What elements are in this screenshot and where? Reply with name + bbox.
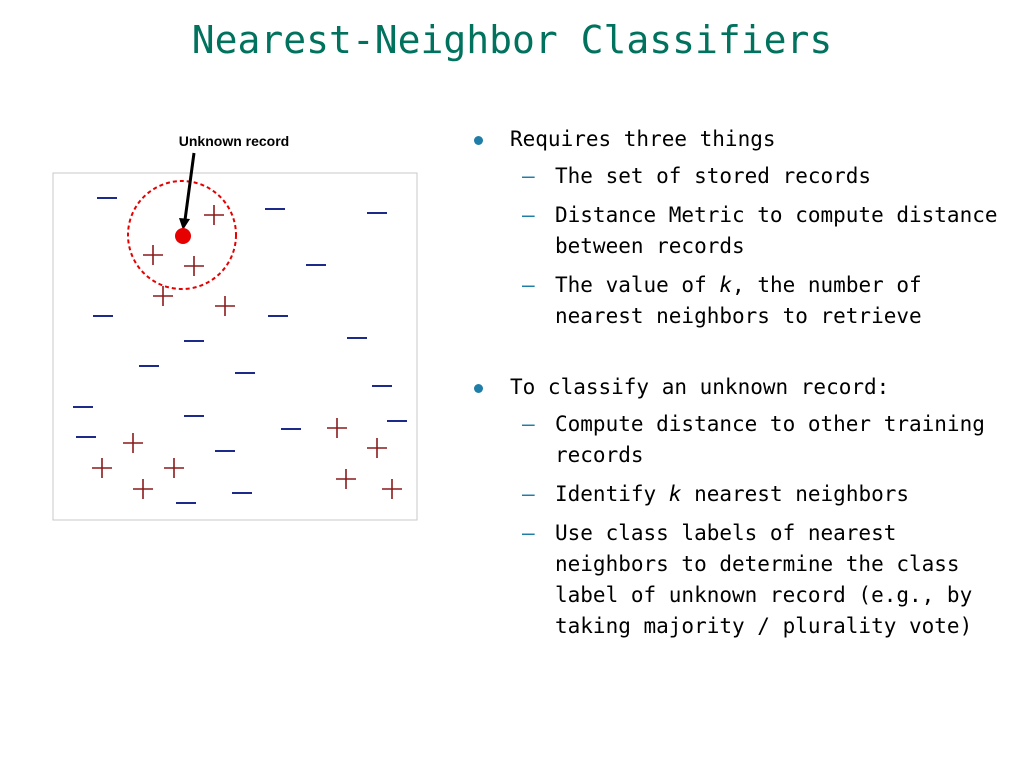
sub-bullet-text: Compute distance to other training recor… [555, 412, 985, 467]
sub-bullet: – The set of stored records [470, 161, 1000, 192]
sub-bullet-dash: – [522, 273, 535, 297]
sub-bullet: – Distance Metric to compute distance be… [470, 200, 1000, 262]
plus-record [123, 433, 143, 453]
neighborhood-circle [127, 180, 237, 290]
bullet-dot [474, 136, 483, 145]
sub-bullet-dash: – [522, 521, 535, 545]
plus-record [164, 458, 184, 478]
sub-bullet-text: Distance Metric to compute distance betw… [555, 203, 998, 258]
unknown-record-point [175, 228, 191, 244]
sub-bullet-dash: – [522, 412, 535, 436]
bullet-list: Requires three things – The set of store… [470, 124, 1000, 650]
sub-bullet: – Identify k nearest neighbors [470, 479, 1000, 510]
plus-record [153, 286, 173, 306]
plus-record [336, 469, 356, 489]
sub-bullet-text: The set of stored records [555, 164, 872, 188]
knn-figure: Unknown record [40, 120, 440, 540]
plus-record [204, 205, 224, 225]
slide-title: Nearest-Neighbor Classifiers [191, 18, 833, 62]
training-records [73, 197, 407, 504]
plus-record [382, 479, 402, 499]
sub-bullet-dash: – [522, 482, 535, 506]
bullet-classify: To classify an unknown record: [470, 372, 1000, 403]
plus-record [133, 479, 153, 499]
sub-bullet-text: nearest neighbors [681, 482, 910, 506]
sub-bullet-text: The value of [555, 273, 720, 297]
sub-bullet-dash: – [522, 203, 535, 227]
plus-record [327, 418, 347, 438]
bullet-text: To classify an unknown record: [510, 375, 890, 399]
plus-record [143, 245, 163, 265]
plus-record [367, 438, 387, 458]
pointer-arrowhead [179, 218, 190, 230]
sub-bullet: – Use class labels of nearest neighbors … [470, 518, 1000, 642]
unknown-record-label: Unknown record [179, 133, 289, 149]
sub-bullet-dash: – [522, 164, 535, 188]
plot-border [52, 172, 418, 521]
bullet-text: Requires three things [510, 127, 776, 151]
k-variable: k [668, 482, 682, 506]
plus-record [92, 458, 112, 478]
knn-scatter: Unknown record [52, 133, 418, 521]
sub-bullet: – The value of k, the number of nearest … [470, 270, 1000, 332]
bullet-requirements: Requires three things [470, 124, 1000, 155]
sub-bullet: – Compute distance to other training rec… [470, 409, 1000, 471]
sub-bullet-text: , the number of nearest neighbors to ret… [555, 273, 922, 328]
k-variable: k [719, 273, 733, 297]
sub-bullet-text: Identify [555, 482, 669, 506]
bullet-dot [474, 384, 483, 393]
sub-bullet-text: Use class labels of nearest neighbors to… [555, 521, 973, 638]
plus-record [215, 296, 235, 316]
plus-record [184, 256, 204, 276]
pointer-arrow [183, 152, 196, 221]
